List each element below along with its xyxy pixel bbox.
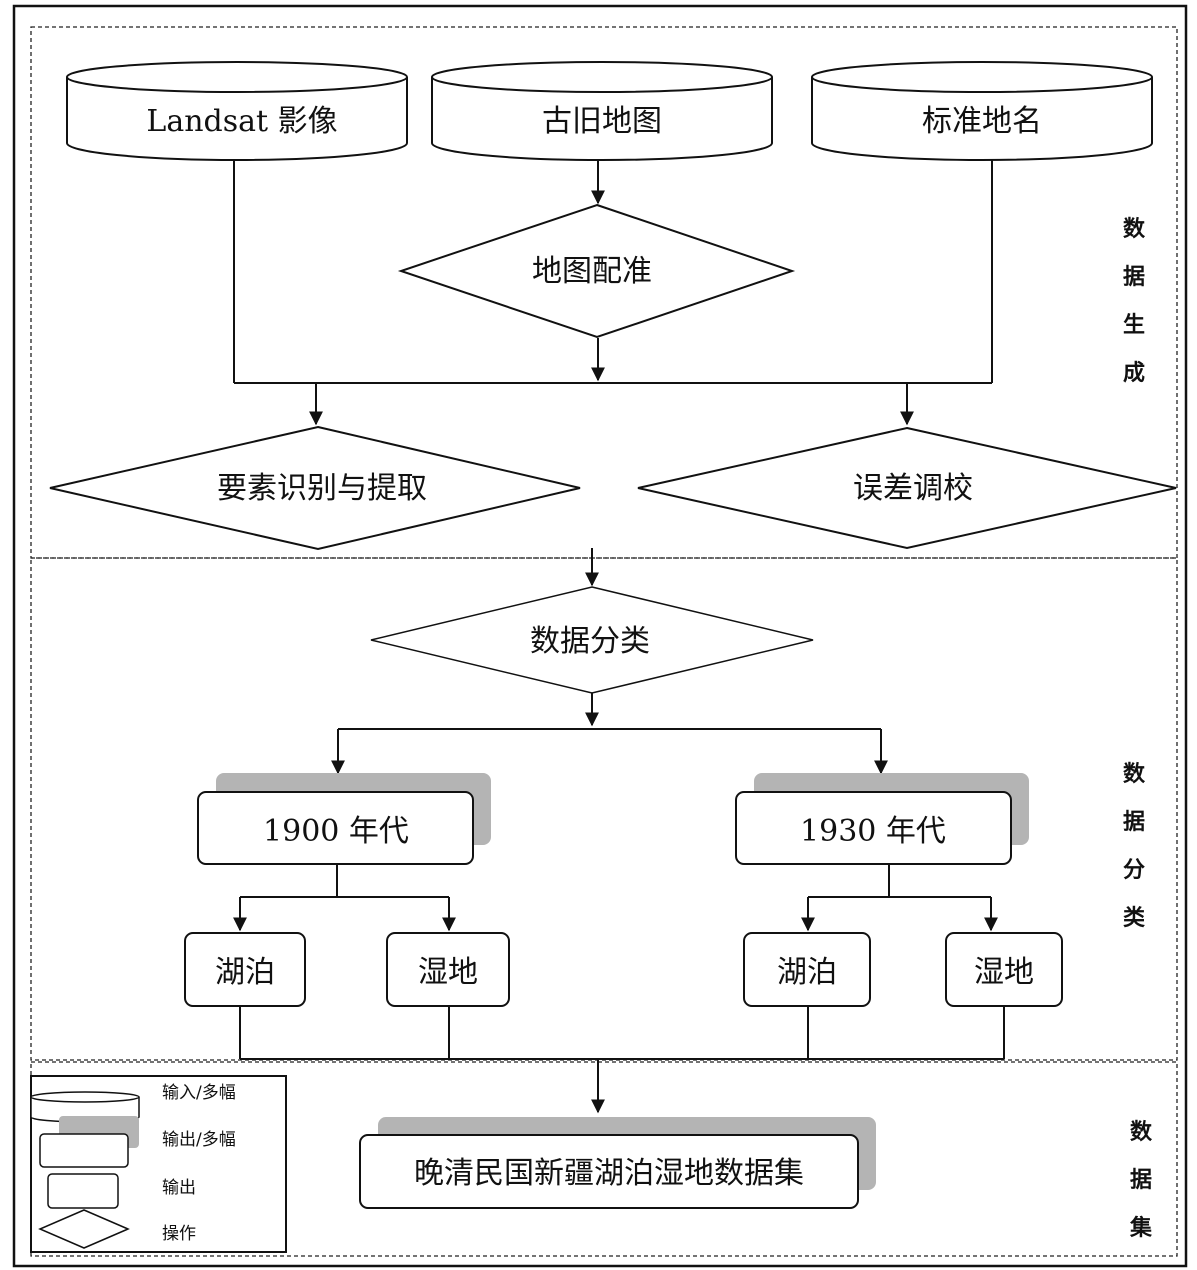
- input-old-map: 古旧地图: [431, 61, 773, 161]
- output-wetland-1900-label: 湿地: [418, 955, 478, 990]
- output-era-1930-label: 1930 年代: [800, 814, 946, 849]
- output-era-1900-label: 1900 年代: [263, 814, 409, 849]
- output-final-dataset-label: 晚清民国新疆湖泊湿地数据集: [414, 1156, 804, 1191]
- op-error-correction-label: 误差调校: [853, 471, 973, 506]
- legend-output-multi-label: 输出/多幅: [162, 1130, 236, 1150]
- output-lake-1930: 湖泊: [743, 932, 871, 1007]
- section-label-classification: 数 据 分 类: [1123, 761, 1146, 931]
- output-wetland-1900: 湿地: [386, 932, 510, 1007]
- section-label-dataset-char: 集: [1129, 1215, 1153, 1241]
- section-label-classification-char: 分: [1123, 858, 1145, 883]
- input-place-names-label: 标准地名: [922, 104, 1042, 139]
- section-label-generation-char: 数: [1123, 216, 1146, 242]
- section-label-generation-char: 生: [1123, 313, 1145, 338]
- input-place-names: 标准地名: [811, 61, 1153, 161]
- legend-input-multi-label: 输入/多幅: [162, 1083, 236, 1103]
- output-lake-1930-label: 湖泊: [777, 955, 837, 990]
- op-classify-label: 数据分类: [530, 624, 650, 659]
- legend-operation-icon: [38, 1209, 130, 1249]
- section-label-generation-char: 据: [1123, 265, 1145, 290]
- op-error-correction: 误差调校: [637, 426, 1177, 550]
- section-label-classification-char: 类: [1123, 906, 1146, 931]
- section-label-dataset-char: 据: [1130, 1168, 1152, 1193]
- section-label-classification-char: 数: [1123, 761, 1146, 787]
- connectors-classification: [233, 693, 1005, 1114]
- input-landsat-label: Landsat 影像: [146, 104, 337, 139]
- legend-input-cylinder-icon: [30, 1091, 140, 1123]
- legend-output-multi-icon: [39, 1116, 139, 1168]
- op-extract: 要素识别与提取: [49, 425, 581, 551]
- section-label-generation: 数 据 生 成: [1123, 216, 1146, 386]
- legend-output-icon: [47, 1173, 119, 1209]
- legend-output-label: 输出: [162, 1178, 196, 1198]
- op-georeference: 地图配准: [397, 203, 796, 339]
- output-final-dataset: 晚清民国新疆湖泊湿地数据集: [359, 1117, 876, 1209]
- output-wetland-1930: 湿地: [945, 932, 1063, 1007]
- section-label-dataset-char: 数: [1130, 1119, 1153, 1145]
- legend-operation-label: 操作: [162, 1224, 196, 1244]
- section-label-classification-char: 据: [1123, 810, 1145, 835]
- op-georeference-label: 地图配准: [532, 254, 652, 289]
- connectors-generation: [233, 160, 993, 587]
- outer-frame: [12, 4, 1188, 1268]
- section-label-generation-char: 成: [1123, 361, 1145, 386]
- section-generation-box: [30, 26, 1178, 559]
- section-label-dataset: 数 据 集: [1129, 1119, 1153, 1241]
- input-landsat: Landsat 影像: [66, 61, 408, 161]
- output-lake-1900: 湖泊: [184, 932, 306, 1007]
- op-extract-label: 要素识别与提取: [217, 471, 427, 506]
- op-classify: 数据分类: [370, 586, 814, 694]
- output-lake-1900-label: 湖泊: [215, 955, 275, 990]
- input-old-map-label: 古旧地图: [542, 104, 662, 139]
- output-era-1900: 1900 年代: [197, 773, 491, 865]
- output-era-1930: 1930 年代: [735, 773, 1029, 865]
- legend: 输入/多幅 输出/多幅 输出 操作: [30, 1075, 287, 1253]
- output-wetland-1930-label: 湿地: [974, 955, 1034, 990]
